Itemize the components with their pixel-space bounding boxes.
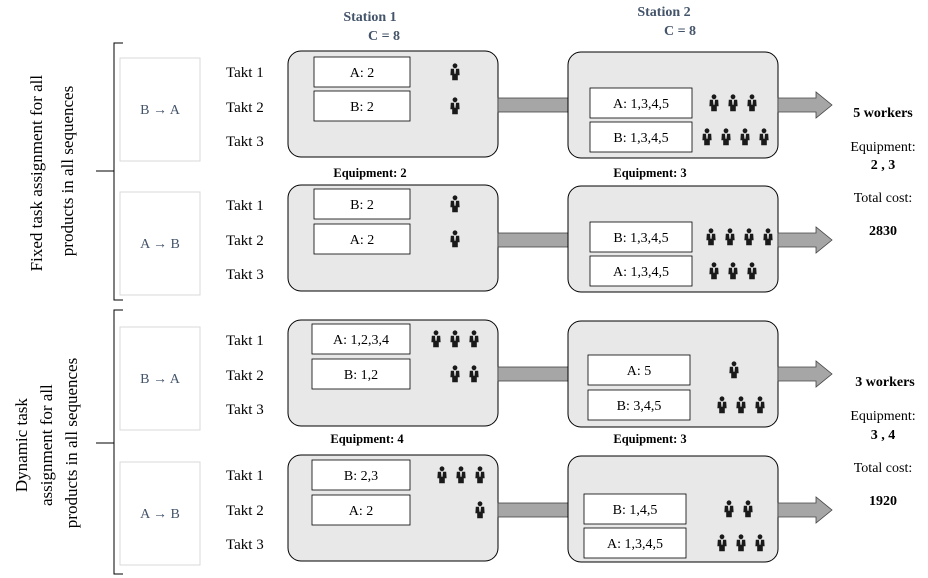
task-box — [587, 354, 691, 386]
summary-section-2: 3 workers Equipment: 3 , 4 Total cost: 1… — [850, 375, 915, 509]
task-box — [589, 87, 693, 119]
task-label: B: 2 — [350, 198, 374, 213]
task-label: A: 1,3,4,5 — [607, 537, 663, 552]
sequence-box — [119, 191, 201, 296]
station-2-capacity: C = 8 — [664, 24, 696, 39]
connector-bar — [497, 232, 570, 248]
task-box — [583, 493, 687, 525]
section-1-label: Fixed task assignment for all products i… — [27, 71, 77, 272]
station-1-capacity: C = 8 — [368, 29, 400, 44]
task-box — [311, 358, 411, 390]
sequence-box — [119, 326, 201, 431]
takt-label: Takt 1 — [226, 198, 264, 214]
equipment-label-s1-sec1: Equipment: 2 — [333, 166, 406, 180]
task-box — [313, 90, 411, 122]
task-label: A: 1,3,4,5 — [613, 265, 669, 280]
sequence-box — [119, 461, 201, 566]
output-arrow — [777, 226, 833, 254]
section-2-label-line-1: Dynamic task — [12, 398, 31, 492]
task-box — [589, 121, 693, 153]
sequence-block: B → A Takt 1 Takt 2 Takt 3 A: 2 B: 2 A: 1,3,4,… — [119, 50, 833, 162]
summary-equipment-label: Equipment: — [850, 140, 915, 155]
blocks-layer: B → A Takt 1 Takt 2 Takt 3 A: 2 B: 2 A: 1,3,4,… — [119, 50, 833, 566]
summary-cost-value: 2830 — [869, 224, 897, 239]
summary-cost-value: 1920 — [869, 494, 897, 509]
sequence-block: A → B Takt 1 Takt 2 Takt 3 B: 2 A: 2 B: 1,3,4,… — [119, 184, 833, 296]
task-box — [587, 389, 691, 421]
takt-label: Takt 2 — [226, 100, 264, 116]
summary-equipment-value: 3 , 4 — [871, 428, 896, 443]
summary-cost-label: Total cost: — [854, 191, 913, 206]
output-arrow — [777, 360, 833, 388]
takt-label: Takt 3 — [226, 267, 264, 283]
task-label: B: 1,3,4,5 — [613, 231, 668, 246]
takt-label: Takt 2 — [226, 233, 264, 249]
section-2-bracket — [96, 309, 123, 575]
takt-label: Takt 2 — [226, 503, 264, 519]
sequence-block: B → A Takt 1 Takt 2 Takt 3 A: 1,2,3,4 B: 1,2 A… — [119, 319, 833, 431]
summary-section-1: 5 workers Equipment: 2 , 3 Total cost: 2… — [850, 106, 915, 239]
task-label: A: 2 — [350, 66, 375, 81]
summary-workers: 5 workers — [853, 106, 913, 121]
summary-workers: 3 workers — [855, 375, 915, 390]
equipment-label-s1-sec2: Equipment: 4 — [330, 432, 404, 446]
task-label: A: 2 — [349, 504, 374, 519]
task-box — [311, 459, 411, 491]
summary-cost-label: Total cost: — [854, 461, 913, 476]
section-2-label-line-2: assignment for all — [37, 384, 56, 506]
takt-label: Takt 1 — [226, 333, 264, 349]
task-label: B: 3,4,5 — [617, 399, 662, 414]
task-label: B: 2,3 — [344, 469, 378, 484]
takt-label: Takt 3 — [226, 402, 264, 418]
station-2-title: Station 2 — [637, 5, 690, 20]
equipment-label-s2-sec2: Equipment: 3 — [613, 432, 686, 446]
sequence-label: B → A — [140, 372, 181, 387]
task-box — [583, 527, 687, 559]
sequence-box — [119, 57, 201, 162]
output-arrow — [777, 91, 833, 119]
task-box — [313, 56, 411, 88]
task-label: A: 2 — [350, 233, 375, 248]
takt-label: Takt 1 — [226, 65, 264, 81]
sequence-label: A → B — [140, 237, 180, 252]
sequence-label: B → A — [140, 103, 181, 118]
task-label: A: 1,2,3,4 — [333, 333, 389, 348]
task-box — [313, 188, 411, 220]
task-box — [311, 494, 411, 526]
takt-label: Takt 3 — [226, 134, 264, 150]
sequence-block: A → B Takt 1 Takt 2 Takt 3 B: 2,3 A: 2 B: 1,4,… — [119, 454, 833, 566]
takt-label: Takt 3 — [226, 537, 264, 553]
takt-label: Takt 2 — [226, 368, 264, 384]
connector-bar — [497, 366, 570, 382]
task-box — [313, 223, 411, 255]
connector-bar — [497, 502, 570, 518]
task-label: B: 1,4,5 — [613, 503, 658, 518]
task-label: A: 1,3,4,5 — [613, 97, 669, 112]
takt-label: Takt 1 — [226, 468, 264, 484]
equipment-label-s2-sec1: Equipment: 3 — [613, 166, 686, 180]
task-label: B: 1,3,4,5 — [613, 131, 668, 146]
task-label: B: 2 — [350, 100, 374, 115]
station-1-title: Station 1 — [343, 10, 396, 25]
section-2-label-line-3: products in all sequences — [62, 358, 81, 528]
summary-equipment-value: 2 , 3 — [871, 158, 896, 173]
summary-equipment-label: Equipment: — [850, 409, 915, 424]
sequence-label: A → B — [140, 507, 180, 522]
connector-bar — [497, 97, 570, 113]
section-1-label-line-1: Fixed task assignment for all — [27, 75, 46, 272]
task-box — [589, 221, 693, 253]
section-1-label-line-2: products in all sequences — [58, 86, 77, 256]
task-box — [311, 323, 411, 355]
section-1-bracket — [96, 42, 123, 301]
task-label: A: 5 — [627, 364, 652, 379]
task-label: B: 1,2 — [344, 368, 378, 383]
section-2-label: Dynamic task assignment for all products… — [12, 358, 81, 528]
output-arrow — [777, 496, 833, 524]
task-box — [589, 255, 693, 287]
